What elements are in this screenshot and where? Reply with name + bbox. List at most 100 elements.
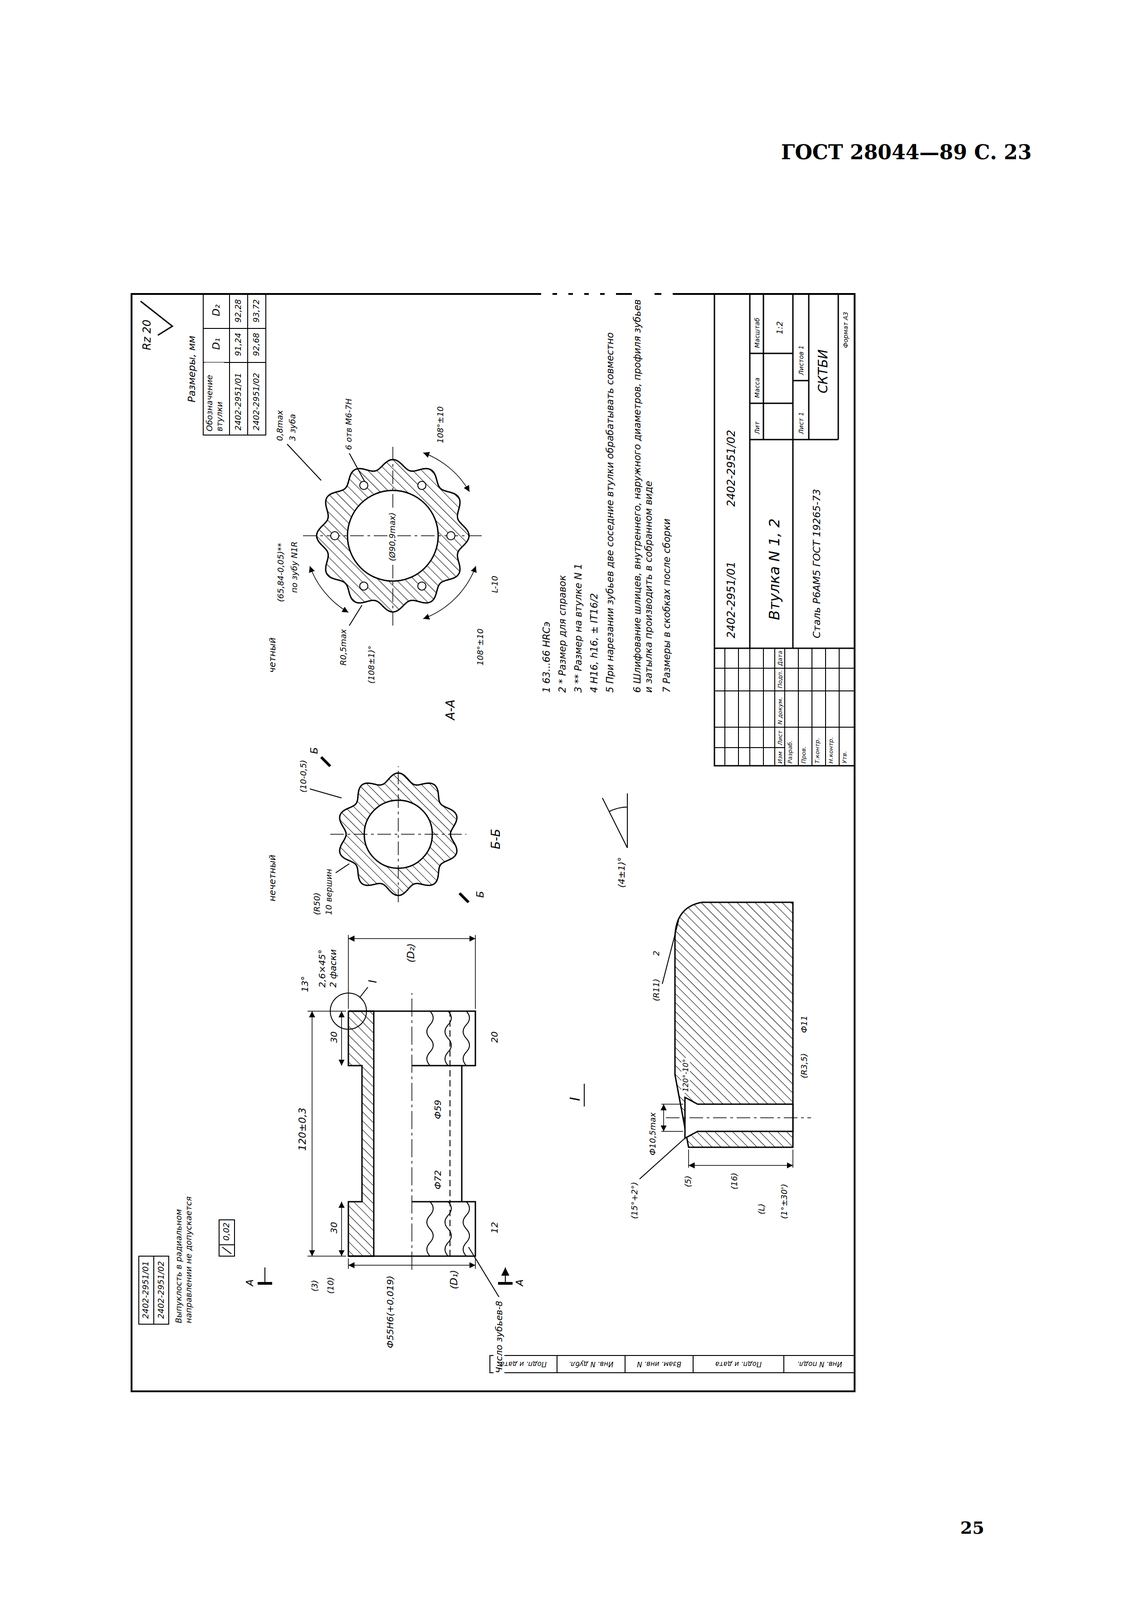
drawing-path xyxy=(557,1355,784,1373)
drawing-label: 2 * Размер для справок xyxy=(557,292,569,694)
drawing-label: Втулка N 1, 2 xyxy=(765,517,783,621)
drawing-circle xyxy=(330,992,367,1030)
drawing-label: 1 63...66 HRCэ xyxy=(541,292,553,694)
drawing-label: 1:2 xyxy=(774,320,785,336)
drawing-label: Разраб. xyxy=(786,739,794,765)
drawing-label: 4 H16, h16, ± IT16/2 xyxy=(588,292,601,694)
drawing-label: Ф55Н6(+0,019) xyxy=(384,1274,396,1350)
title-block xyxy=(714,293,856,766)
drawing-label: Размеры, мм xyxy=(185,334,198,404)
drawing-label: Н.контр. xyxy=(827,736,835,765)
drawing-label: (3) xyxy=(309,1279,320,1293)
drawing-label: (108±1)° xyxy=(366,644,377,685)
drawing-label: Дата xyxy=(776,649,784,667)
drawing-rect xyxy=(203,294,266,436)
drawing-label: I xyxy=(366,978,380,984)
drawing-path xyxy=(309,788,350,873)
drawing-label: D₁ xyxy=(210,337,223,351)
drawing-label: 91,24 xyxy=(233,331,244,357)
drawing-path xyxy=(749,293,839,649)
drawing-path xyxy=(348,1011,374,1257)
drawing-label: Масса xyxy=(753,376,762,399)
drawing-label: Формат А3 xyxy=(841,310,850,349)
thread-hole xyxy=(446,531,455,540)
drawing-label: 20 xyxy=(488,1030,500,1044)
drawing-label: Изм xyxy=(776,750,784,765)
drawing-path xyxy=(426,1011,470,1257)
drawing-label: (10) xyxy=(325,1275,336,1295)
drawing-label: Сталь Р6АМ5 ГОСТ 19265-73 xyxy=(811,488,823,640)
drawing-label: (Ø90,9max) xyxy=(387,511,398,563)
drawing-label: (L) xyxy=(756,1202,767,1216)
drawing-label: Инв. N подл. xyxy=(796,1359,843,1369)
drawing-label: D₂ xyxy=(210,303,223,318)
drawing-path xyxy=(303,444,485,626)
drawing-label: 2402-2951/02 xyxy=(251,371,262,432)
drawing-label: 108°±10 xyxy=(435,405,446,445)
drawing-label: (16) xyxy=(729,1171,740,1191)
drawing-path xyxy=(348,1264,476,1266)
detail-i xyxy=(584,793,812,1179)
drawing-label: Б xyxy=(308,746,321,755)
drawing-path xyxy=(674,902,793,1148)
drawing-label: 7 Размеры в скобках после сборки xyxy=(661,292,673,694)
thread-hole xyxy=(359,481,368,490)
drawing-path xyxy=(665,1117,812,1119)
drawing-label: нечетный xyxy=(266,853,278,903)
drawing-sheet: Rz 20 Размеры, мм Обозначение втулки D₁ D₂ 24… xyxy=(130,293,856,1393)
drawing-path xyxy=(321,757,469,903)
drawing-rect xyxy=(489,1355,856,1373)
drawing-path xyxy=(307,934,476,1269)
drawing-label: четный xyxy=(266,636,278,674)
drawing-label: Взам. инв. N xyxy=(635,1359,682,1369)
page-text: 25 xyxy=(959,1517,986,1539)
drawing-label: Масштаб xyxy=(753,316,762,349)
drawing-label: Б xyxy=(474,889,487,899)
drawing-label: 5 При нарезании зубьев две соседние втул… xyxy=(604,292,616,694)
drawing-label: 120°-10° xyxy=(681,1057,690,1093)
drawing-path xyxy=(359,987,368,998)
drawing-label: R0,5max xyxy=(338,628,349,667)
drawing-label: I xyxy=(567,1095,584,1102)
side-strip xyxy=(489,1355,856,1373)
drawing-path xyxy=(309,566,349,613)
drawing-path xyxy=(688,1164,793,1166)
drawing-path xyxy=(287,444,367,626)
drawing-label: L-10 xyxy=(489,574,500,594)
drawing-label: Лит xyxy=(753,420,762,436)
frame xyxy=(131,293,855,1392)
drawing-label: (5) xyxy=(683,1174,694,1189)
drawing-label: (R11) xyxy=(651,977,662,1003)
drawing-path xyxy=(203,294,266,436)
drawing-label: Ф10,5max xyxy=(647,1111,658,1157)
drawing-label: 2402-2951/01 xyxy=(724,560,739,640)
drawing-label: 30 xyxy=(328,1030,340,1044)
drawing-label: Rz 20 xyxy=(140,318,154,352)
drawing-rect xyxy=(219,1219,235,1257)
thread-hole xyxy=(417,481,426,490)
drawing-label: Инв. N дубл. xyxy=(567,1359,615,1369)
drawing-label: 93,72 xyxy=(251,298,262,324)
section-aa xyxy=(287,444,485,626)
drawing-label: 0,8max xyxy=(274,409,285,442)
drawing-label: Ф72 xyxy=(432,1168,444,1191)
drawing-label: Утв. xyxy=(840,750,849,765)
drawing-label: Ф11 xyxy=(799,1014,810,1034)
drawing-label: 30 xyxy=(328,1221,340,1235)
drawing-path xyxy=(311,1011,313,1257)
drawing-label: 3 зуба xyxy=(287,412,298,442)
drawing-label: (10-0,5) xyxy=(298,758,309,794)
drawing-label: 2402-2951/02 xyxy=(156,1260,167,1320)
drawing-label: 2,6×45° 2 фаски xyxy=(316,941,339,989)
drawing-label: 6 Шлифование шлицев, внутреннего, наружн… xyxy=(631,292,655,694)
thread-hole xyxy=(330,531,339,540)
drawing-label: Обозначение втулки xyxy=(204,362,225,433)
drawing-label: Пров. xyxy=(800,745,808,765)
drawing-label: 92,68 xyxy=(251,331,262,357)
drawing-path xyxy=(153,1256,155,1325)
drawing-label: Подп. xyxy=(776,669,784,690)
drawing-label: Лист 1 xyxy=(797,410,806,436)
drawing-rect xyxy=(131,293,855,1392)
thread-hole xyxy=(417,581,426,591)
drawing-label: 2402-2951/01 xyxy=(233,371,244,432)
